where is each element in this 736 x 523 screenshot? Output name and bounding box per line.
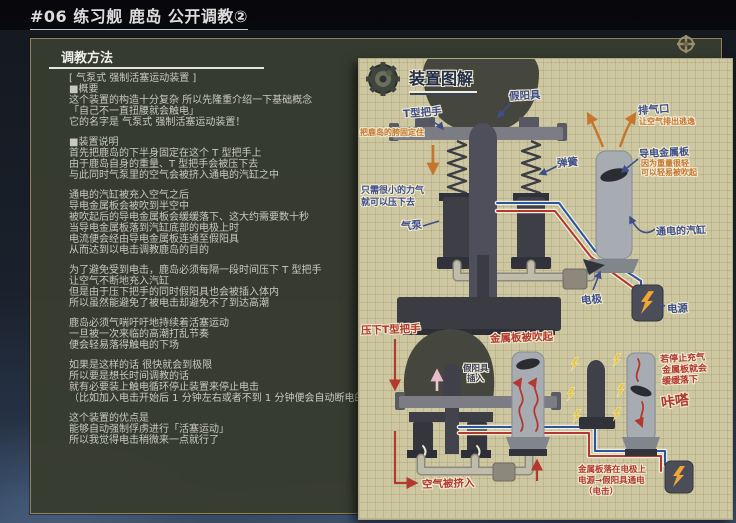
panel-header: 调教方法: [61, 51, 114, 66]
note-shock-1: 金属板落在电极上: [578, 465, 647, 475]
diagram-paper: 装置图解 T型把手 假阳具 把鹿岛的胯固定住 只需很小的力气 就可以压下去 排气…: [358, 58, 733, 520]
device-diagram-art: [366, 59, 694, 494]
note-fix-kashima: 把鹿岛的胯固定住: [360, 128, 424, 137]
note-stop-3: 缓缓落下: [661, 375, 699, 387]
diagram-title: 装置图解: [409, 65, 478, 93]
note-exhaust: 让空气排出逃逸: [639, 117, 695, 126]
label-click-sfx: 咔嗒: [660, 392, 691, 412]
label-t-handle: T型把手: [402, 105, 443, 121]
note-shock-2: 电源→假阳具通电: [578, 476, 645, 486]
label-dildo-insert-2: 插入: [467, 374, 485, 384]
label-spring: 弹簧: [556, 156, 579, 170]
corner-gear-icon[interactable]: [676, 34, 696, 54]
label-power-source: 电源: [666, 302, 689, 316]
page-title: #06 练习舰 鹿岛 公开调教②: [30, 3, 248, 30]
label-plate-blown: 金属板被吹起: [489, 330, 554, 346]
note-small-force-2: 就可以压下去: [361, 198, 416, 208]
method-text: [ 气泵式 强制活塞运动装置 ]■概要这个装置的构造十分复杂 所以先隆重介绍一下…: [69, 73, 395, 446]
label-air-squeezed: 空气被挤入: [421, 477, 475, 491]
label-dildo: 假阳具: [508, 89, 541, 103]
gear-ornament-icon: [366, 62, 400, 96]
label-dildo-insert-1: 假阳具: [463, 364, 489, 374]
note-small-force-1: 只需很小的力气: [361, 186, 425, 196]
header-rule: [49, 67, 264, 69]
label-electrode: 电极: [580, 292, 603, 308]
note-shock-3: （电击）: [584, 487, 619, 497]
label-press-handle: 压下T型把手: [360, 322, 421, 338]
note-plate-light-2: 可以轻易被吹起: [641, 168, 697, 177]
title-bar: #06 练习舰 鹿岛 公开调教②: [0, 0, 736, 30]
note-plate-light-1: 因为重量很轻: [641, 159, 689, 168]
label-air-pump: 气泵: [400, 219, 423, 233]
label-electrified-cylinder: 通电的汽缸: [655, 225, 707, 238]
